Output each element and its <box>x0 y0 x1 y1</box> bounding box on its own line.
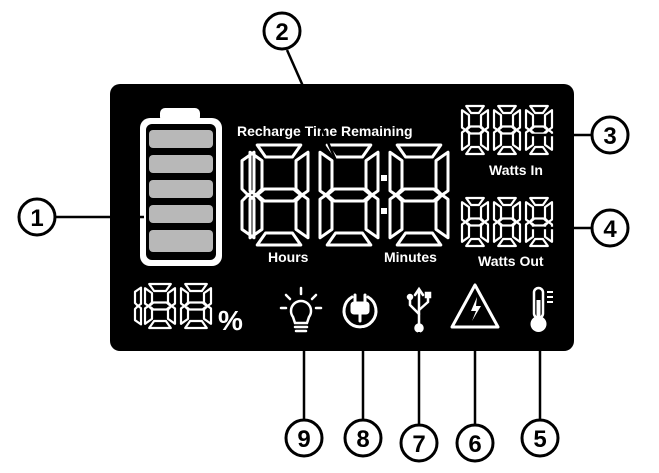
segment-c <box>133 304 143 326</box>
segment-g <box>325 187 373 203</box>
callouts: 1 2 3 4 5 6 7 8 9 <box>17 11 630 463</box>
segment-a <box>255 143 303 159</box>
callout-9: 9 <box>284 418 324 458</box>
callout-6: 6 <box>455 423 495 463</box>
segment-b <box>133 286 143 308</box>
segment-digit <box>240 150 256 240</box>
minutes-label: Minutes <box>384 249 437 265</box>
segment-a <box>529 196 549 207</box>
callout-1: 1 <box>17 197 57 237</box>
lcd-panel <box>110 84 574 351</box>
watts-in-label: Watts In <box>489 162 543 178</box>
callout-5: 5 <box>520 418 560 458</box>
watts-in-display <box>460 104 554 156</box>
segment-c <box>166 304 177 325</box>
segment-c <box>240 193 256 240</box>
thermometer-icon <box>530 286 553 332</box>
segment-a <box>395 143 443 159</box>
segment-digit <box>179 282 213 330</box>
segment-digit <box>524 196 554 248</box>
segment-a <box>184 282 208 293</box>
segment-d <box>529 237 549 248</box>
segment-c <box>434 193 450 240</box>
callout-3-number: 3 <box>603 123 616 150</box>
segment-c <box>294 193 310 240</box>
light-bulb-icon <box>279 286 323 333</box>
segment-c <box>479 220 490 243</box>
segment-c <box>511 220 522 243</box>
segment-c <box>543 128 554 151</box>
watts-out-label: Watts Out <box>478 253 544 269</box>
segment-a <box>465 104 485 115</box>
segment-digit <box>388 143 450 247</box>
segment-digit <box>460 104 490 156</box>
callout-7-number: 7 <box>412 431 425 458</box>
segment-digit <box>492 104 522 156</box>
callout-1-number: 1 <box>30 205 43 232</box>
segment-d <box>465 237 485 248</box>
segment-d <box>395 231 443 247</box>
callout-8: 8 <box>343 418 383 458</box>
segment-d <box>465 145 485 156</box>
segment-c <box>364 193 380 240</box>
segment-c <box>202 304 213 325</box>
segment-a <box>529 104 549 115</box>
callout-3: 3 <box>590 115 630 155</box>
segment-a <box>148 282 172 293</box>
segment-g <box>465 125 485 135</box>
segment-digit <box>143 282 177 330</box>
segment-digit <box>524 104 554 156</box>
time-colon-dot <box>381 208 387 214</box>
segment-d <box>497 237 517 248</box>
percent-display <box>133 282 213 330</box>
segment-d <box>529 145 549 156</box>
segment-g <box>529 125 549 135</box>
segment-c <box>479 128 490 151</box>
segment-g <box>529 217 549 227</box>
segment-g <box>184 301 208 311</box>
time-display <box>240 143 450 247</box>
percent-sign: % <box>218 305 243 336</box>
segment-g <box>395 187 443 203</box>
segment-b <box>240 150 256 197</box>
callout-4: 4 <box>590 208 630 248</box>
segment-digit <box>248 143 310 247</box>
battery-icon <box>140 108 222 266</box>
segment-a <box>497 196 517 207</box>
segment-c <box>511 128 522 151</box>
hours-label: Hours <box>268 249 309 265</box>
time-colon-dot <box>381 175 387 181</box>
warning-icon <box>450 283 500 329</box>
callout-9-number: 9 <box>297 426 310 453</box>
callout-4-number: 4 <box>603 216 617 243</box>
callout-2: 2 <box>262 11 302 51</box>
segment-c <box>543 220 554 243</box>
segment-g <box>148 301 172 311</box>
segment-g <box>255 187 303 203</box>
callout-6-number: 6 <box>468 431 481 458</box>
segment-digit <box>133 286 143 326</box>
callout-7: 7 <box>399 423 439 463</box>
segment-g <box>465 217 485 227</box>
segment-d <box>497 145 517 156</box>
segment-d <box>325 231 373 247</box>
segment-d <box>148 319 172 330</box>
callout-2-number: 2 <box>275 19 288 46</box>
segment-a <box>497 104 517 115</box>
segment-digit <box>492 196 522 248</box>
callout-lines <box>55 49 592 424</box>
segment-g <box>497 125 517 135</box>
segment-d <box>255 231 303 247</box>
usb-icon <box>406 286 432 333</box>
callout-5-number: 5 <box>533 426 546 453</box>
watts-out-display <box>460 196 554 248</box>
segment-d <box>184 319 208 330</box>
callout-8-number: 8 <box>356 426 369 453</box>
segment-digit <box>460 196 490 248</box>
ac-plug-icon <box>342 293 378 329</box>
segment-a <box>465 196 485 207</box>
recharge-time-label: Recharge Time Remaining <box>237 123 413 139</box>
segment-g <box>497 217 517 227</box>
